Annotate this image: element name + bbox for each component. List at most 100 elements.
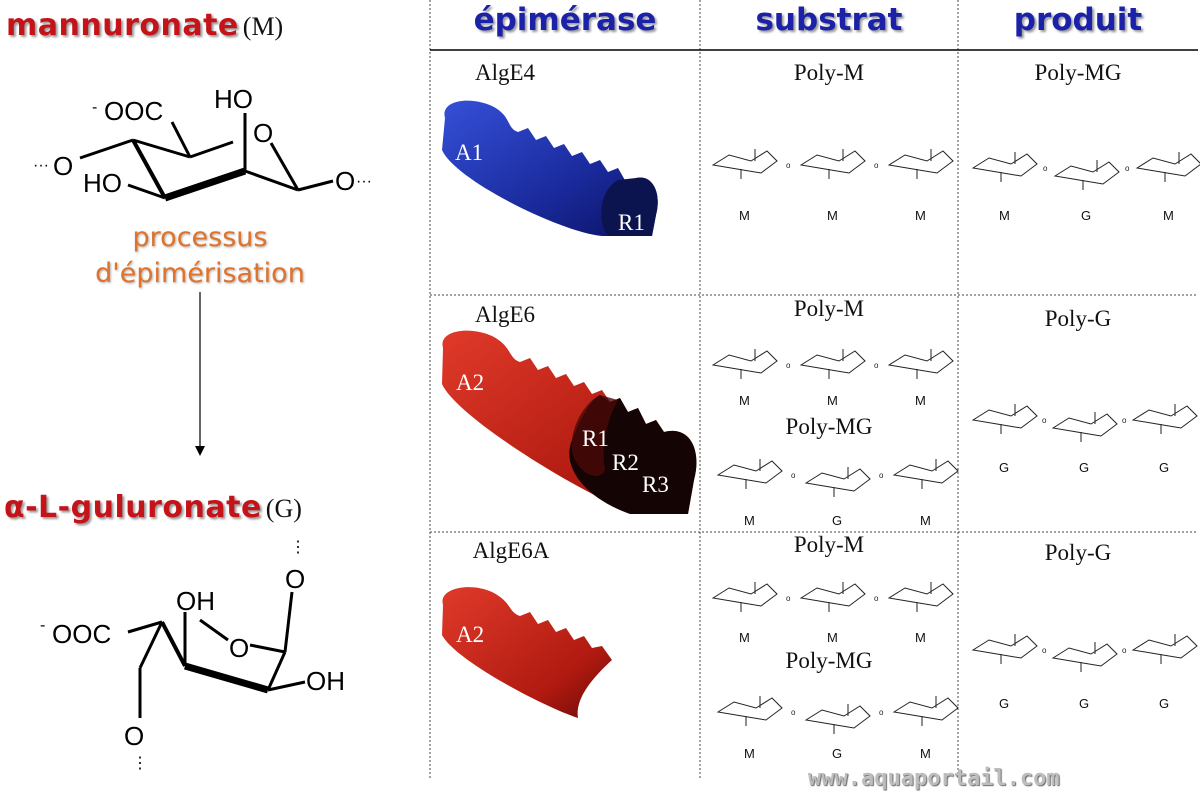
ring-oxygen-label: O [253, 118, 273, 148]
svg-text:⋮: ⋮ [132, 755, 148, 772]
svg-text:o: o [874, 594, 879, 603]
svg-text:o: o [874, 361, 879, 370]
guluronate-title: α-L-guluronate [4, 490, 262, 525]
oxygen-label: O [53, 151, 73, 181]
svg-text:···: ··· [356, 173, 372, 190]
residue-label: M [915, 630, 926, 645]
enzyme-algE4-shape [442, 100, 658, 236]
guluronate-heading: α-L-guluronate (G) [4, 490, 302, 525]
module-label: A1 [455, 140, 484, 165]
sugar-ring [892, 697, 959, 721]
svg-text:o: o [874, 161, 879, 170]
sugar-ring [1051, 413, 1118, 437]
enzyme-name: AlgE6 [474, 302, 536, 327]
residue-label: M [920, 513, 931, 528]
oxygen-label: O [335, 166, 355, 196]
residue-label: M [739, 208, 750, 223]
ring-oxygen-label: O [229, 633, 249, 663]
enzyme-name: AlgE4 [474, 60, 536, 85]
hydroxyl-label: OH [306, 666, 345, 696]
residue-label: M [744, 513, 755, 528]
sugar-ring [887, 350, 954, 374]
svg-text:o: o [879, 708, 884, 717]
sugar-ring [711, 150, 778, 174]
process-label: processus d'épimérisation [50, 220, 350, 292]
hydroxyl-label: HO [214, 84, 253, 114]
sugar-ring [716, 460, 783, 484]
sugar-ring [711, 583, 778, 607]
svg-text:o: o [791, 708, 796, 717]
mannuronate-title: mannuronate [6, 8, 239, 43]
mannuronate-abbrev: (M) [242, 12, 284, 41]
svg-text:o: o [791, 471, 796, 480]
structures-svg: - OOC HO O ··· O HO O ··· - OOC OH O ⋮ O… [33, 84, 372, 772]
substrate-name: Poly-M [793, 60, 865, 85]
svg-text:···: ··· [33, 157, 49, 174]
svg-text:o: o [879, 471, 884, 480]
hydroxyl-label: HO [83, 168, 122, 198]
residue-label: G [1079, 460, 1089, 475]
substrate-name: Poly-M [793, 532, 865, 557]
oxygen-label: O [124, 721, 144, 751]
module-label: A2 [456, 370, 485, 395]
svg-text:o: o [786, 361, 791, 370]
residue-label: M [915, 208, 926, 223]
sugar-ring [887, 150, 954, 174]
charge-sign: - [92, 99, 97, 116]
svg-text:o: o [786, 161, 791, 170]
product-name: Poly-MG [1034, 60, 1122, 85]
watermark: www.aquaportail.com [808, 766, 1060, 791]
residue-label: G [1081, 208, 1091, 223]
residue-label: M [915, 393, 926, 408]
substrate-name: Poly-MG [785, 648, 873, 673]
residue-label: M [1163, 208, 1174, 223]
sugar-ring [1131, 635, 1198, 659]
residue-label: G [832, 513, 842, 528]
module-label: A2 [456, 622, 485, 647]
sugar-ring [716, 697, 783, 721]
residue-label: M [999, 208, 1010, 223]
residue-label: G [999, 460, 1009, 475]
sugar-ring [711, 350, 778, 374]
sugar-ring [799, 583, 866, 607]
enzyme-name: AlgE6A [472, 538, 550, 563]
residue-label: M [827, 630, 838, 645]
product-name: Poly-G [1044, 306, 1112, 331]
guluronate-abbrev: (G) [265, 494, 302, 523]
module-label: R3 [642, 472, 669, 497]
sugar-ring [804, 468, 871, 492]
module-label: R1 [618, 210, 645, 235]
sugar-ring [1135, 153, 1200, 177]
residue-label: M [827, 393, 838, 408]
sugar-ring [971, 405, 1038, 429]
process-line-1: processus [132, 222, 268, 253]
mannuronate-heading: mannuronate (M) [6, 8, 283, 43]
module-label: R1 [582, 426, 609, 451]
sugar-ring [1131, 405, 1198, 429]
carboxylate-label: OOC [52, 619, 111, 649]
residue-label: G [1079, 696, 1089, 711]
carboxylate-label: OOC [104, 96, 163, 126]
product-name: Poly-G [1044, 540, 1112, 565]
substrate-name: Poly-M [793, 296, 865, 321]
oxygen-label: O [285, 564, 305, 594]
arrow-head-icon [195, 446, 205, 456]
svg-text:o: o [1042, 646, 1047, 655]
svg-text:o: o [786, 594, 791, 603]
svg-text:o: o [1122, 646, 1127, 655]
svg-text:o: o [1042, 416, 1047, 425]
sugar-ring [887, 583, 954, 607]
svg-text:o: o [1125, 164, 1130, 173]
residue-label: M [920, 746, 931, 761]
header-produit: produit [1013, 2, 1143, 38]
substrate-name: Poly-MG [785, 414, 873, 439]
residue-label: M [744, 746, 755, 761]
enzyme-algE6-shape [442, 330, 697, 514]
sugar-ring [804, 705, 871, 729]
